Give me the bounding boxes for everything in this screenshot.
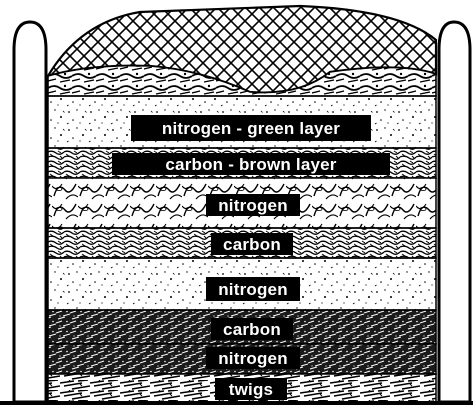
label-carbon-brown-text: carbon - brown layer bbox=[165, 155, 336, 174]
label-nitrogen-green-text: nitrogen - green layer bbox=[162, 119, 340, 138]
label-carbon-2-text: carbon bbox=[223, 320, 281, 339]
label-carbon-1-text: carbon bbox=[223, 235, 281, 254]
bin-wall-left bbox=[14, 22, 46, 402]
bin-wall-right bbox=[439, 22, 470, 402]
label-nitrogen-2-text: nitrogen bbox=[218, 280, 288, 299]
label-twigs: twigs bbox=[215, 378, 287, 400]
label-nitrogen-1: nitrogen bbox=[206, 194, 300, 216]
label-twigs-text: twigs bbox=[229, 380, 273, 399]
label-carbon-1: carbon bbox=[211, 233, 293, 255]
label-carbon-2: carbon bbox=[211, 318, 293, 340]
label-nitrogen-green: nitrogen - green layer bbox=[131, 115, 371, 141]
label-nitrogen-1-text: nitrogen bbox=[218, 196, 288, 215]
label-carbon-brown: carbon - brown layer bbox=[112, 153, 390, 175]
label-nitrogen-3: nitrogen bbox=[206, 347, 300, 369]
label-nitrogen-2: nitrogen bbox=[206, 277, 300, 301]
label-nitrogen-3-text: nitrogen bbox=[218, 349, 288, 368]
